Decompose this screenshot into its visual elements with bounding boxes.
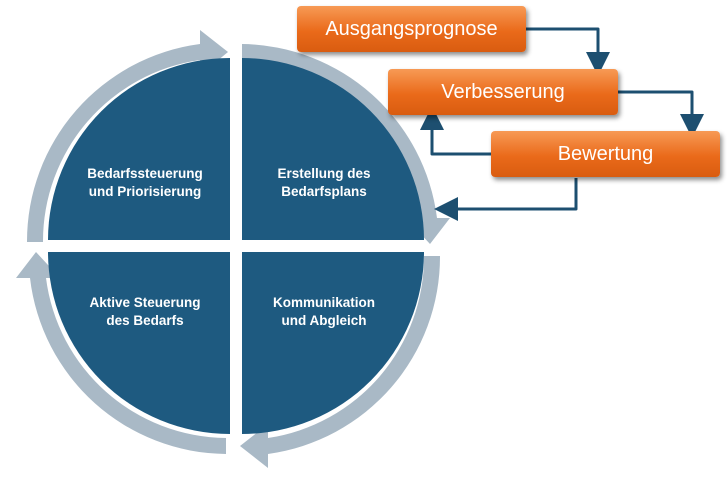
connector-box3-to-box2 — [420, 106, 491, 156]
process-box-verbesserung: Verbesserung — [388, 69, 618, 115]
process-box-bewertung-label: Bewertung — [557, 142, 654, 165]
process-box-verbesserung-label: Verbesserung — [441, 80, 565, 103]
quadrant-bottom-right-line1: Kommunikation — [273, 295, 375, 310]
ring-arrow-top-left — [26, 30, 228, 242]
quadrant-top-right-line1: Erstellung des — [277, 166, 370, 181]
process-connectors — [420, 27, 704, 221]
process-box-ausgangsprognose: Ausgangsprognose — [297, 6, 526, 52]
quadrant-top-left-line1: Bedarfssteuerung — [87, 166, 203, 181]
quadrant-bottom-left — [48, 252, 230, 434]
quadrant-bottom-right-line2: und Abgleich — [282, 313, 367, 328]
ring-arrow-top-right — [242, 44, 450, 244]
connector-box2-to-box3 — [618, 90, 704, 138]
process-box-bewertung: Bewertung — [491, 131, 720, 177]
quadrant-top-right — [242, 58, 424, 240]
quadrant-bottom-left-line2: des Bedarfs — [106, 313, 183, 328]
quadrant-top-right-line2: Bedarfsplans — [281, 184, 367, 199]
ring-arrows — [16, 30, 450, 468]
connector-box1-to-box2 — [526, 27, 610, 76]
ring-arrow-bottom-left — [16, 252, 226, 454]
connector-box3-to-cycle — [434, 178, 578, 221]
quadrant-bottom-left-line1: Aktive Steuerung — [89, 295, 200, 310]
ring-arrow-bottom-right — [240, 256, 441, 468]
quadrant-top-left — [48, 58, 230, 240]
quadrant-bottom-right — [242, 252, 424, 434]
quadrant-top-left-line2: und Priorisierung — [89, 184, 202, 199]
process-box-ausgangsprognose-label: Ausgangsprognose — [325, 17, 498, 40]
quadrants — [48, 58, 424, 434]
